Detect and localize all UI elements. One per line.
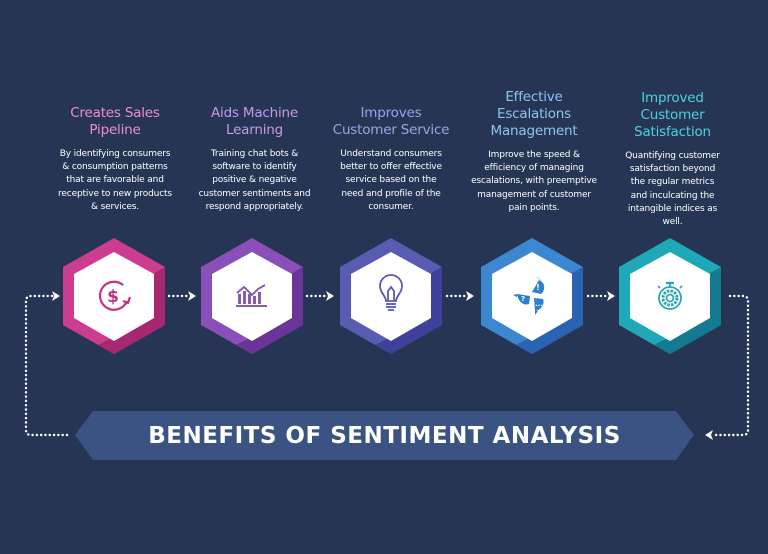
hexagon-step-5 bbox=[619, 238, 721, 354]
hexagon-step-3 bbox=[340, 238, 442, 354]
step-5-text: Improved Customer Satisfaction Quantifyi… bbox=[600, 90, 745, 229]
dollar-cycle-icon: $ bbox=[98, 280, 132, 311]
step-1-text: Creates Sales Pipeline By identifying co… bbox=[40, 105, 190, 214]
hexagon-step-2 bbox=[201, 238, 303, 354]
bar-chart-trend-icon bbox=[236, 284, 267, 307]
svg-text:!: ! bbox=[536, 283, 540, 292]
right-loop-connector bbox=[705, 294, 750, 440]
step-5-description: Quantifying customer satisfaction beyond… bbox=[625, 151, 720, 228]
step-connector-3-4 bbox=[445, 291, 474, 301]
hexagon-step-1: $ bbox=[63, 238, 165, 354]
step-4-text: Effective Escalations Management Improve… bbox=[459, 89, 609, 215]
step-1-title: Creates Sales Pipeline bbox=[70, 105, 160, 138]
step-connector-4-5 bbox=[586, 291, 615, 301]
step-2-description: Training chat bots & software to identif… bbox=[198, 149, 311, 212]
banner-title: BENEFITS OF SENTIMENT ANALYSIS bbox=[148, 422, 621, 449]
chat-bubbles-icon: ! ? ... bbox=[513, 276, 545, 315]
step-5-title: Improved Customer Satisfaction bbox=[634, 90, 711, 140]
step-2-text: Aids Machine Learning Training chat bots… bbox=[182, 105, 327, 214]
banner-shape bbox=[75, 411, 694, 460]
left-loop-connector bbox=[24, 291, 69, 437]
svg-text:$: $ bbox=[107, 287, 119, 307]
lightbulb-icon bbox=[379, 274, 403, 311]
step-3-text: Improves Customer Service Understand con… bbox=[318, 105, 464, 214]
step-1-description: By identifying consumers & consumption p… bbox=[58, 149, 172, 212]
step-connector-2-3 bbox=[305, 291, 334, 301]
stopwatch-gear-icon bbox=[657, 281, 683, 310]
svg-text:?: ? bbox=[521, 295, 525, 303]
step-2-title: Aids Machine Learning bbox=[211, 105, 298, 138]
step-3-title: Improves Customer Service bbox=[332, 105, 450, 138]
step-4-title: Effective Escalations Management bbox=[490, 89, 578, 139]
svg-text:...: ... bbox=[535, 300, 543, 308]
step-connector-1-2 bbox=[167, 291, 196, 301]
hexagon-step-4: ! ? ... bbox=[481, 238, 583, 354]
step-4-description: Improve the speed & efficiency of managi… bbox=[471, 150, 597, 213]
step-3-description: Understand consumers better to offer eff… bbox=[340, 149, 442, 212]
